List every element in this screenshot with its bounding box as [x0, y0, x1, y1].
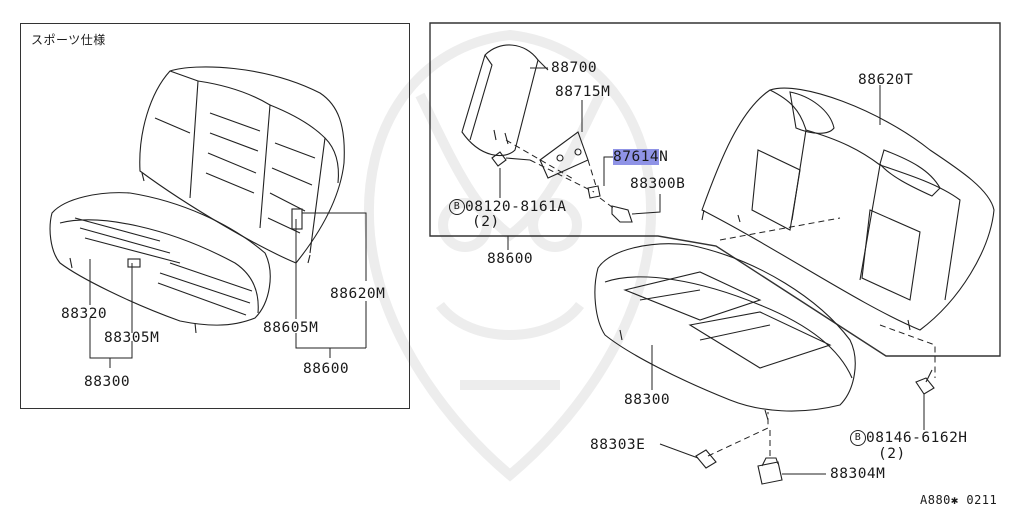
label-88300-right: 88300	[624, 392, 671, 408]
left-seat-illustration	[49, 66, 367, 368]
leader-88620M	[302, 212, 367, 348]
label-08146-text: 08146-6162H	[866, 430, 968, 446]
bolt-08120	[491, 151, 531, 167]
label-88300B: 88300B	[630, 176, 686, 192]
label-88620T: 88620T	[858, 72, 914, 88]
label-08120-text: 08120-8161A	[465, 199, 567, 215]
cushion-88300-right	[594, 243, 856, 412]
label-87614N-suffix: N	[659, 149, 669, 165]
left-seatback	[139, 66, 345, 264]
bolt-08146	[915, 369, 935, 395]
label-88620M: 88620M	[330, 286, 386, 302]
label-88700: 88700	[551, 60, 598, 76]
label-88715M: 88715M	[555, 84, 611, 100]
bracket-88600	[295, 333, 366, 358]
clip-88303E	[695, 449, 717, 469]
label-08146-qty: (2)	[878, 446, 906, 462]
figure-code: A880✱ 0211	[920, 493, 998, 507]
label-88304M: 88304M	[830, 466, 886, 482]
label-88600-right: 88600	[487, 251, 534, 267]
bolt-88300B	[611, 205, 633, 223]
bracket-88300	[89, 318, 133, 368]
seatback-88620T	[701, 87, 995, 331]
leader-88303E	[659, 443, 699, 459]
sport-spec-caption: スポーツ仕様	[31, 33, 106, 47]
leader-87614N	[603, 156, 614, 186]
leader-88300B	[631, 194, 661, 215]
label-08120-qty: (2)	[472, 214, 500, 230]
nut-87614N	[587, 185, 601, 199]
bracket-88715M	[539, 131, 589, 179]
label-88320: 88320	[61, 306, 108, 322]
armrest-88700	[461, 44, 539, 157]
label-87614N: 87614N	[613, 149, 668, 165]
label-88303E: 88303E	[590, 437, 646, 453]
label-88300-left: 88300	[84, 374, 131, 390]
watermark-emblem	[363, 29, 657, 482]
label-88600-left: 88600	[303, 361, 350, 377]
label-88605M: 88605M	[263, 320, 319, 336]
bolt-b-circle-icon-2: B	[850, 430, 866, 446]
left-panel-frame	[20, 23, 410, 409]
bolt-b-circle-icon: B	[449, 199, 465, 215]
left-cushion	[49, 192, 271, 326]
hook-88304M	[757, 457, 783, 485]
label-88305M: 88305M	[104, 330, 160, 346]
highlight-87614: 87614	[613, 149, 660, 165]
